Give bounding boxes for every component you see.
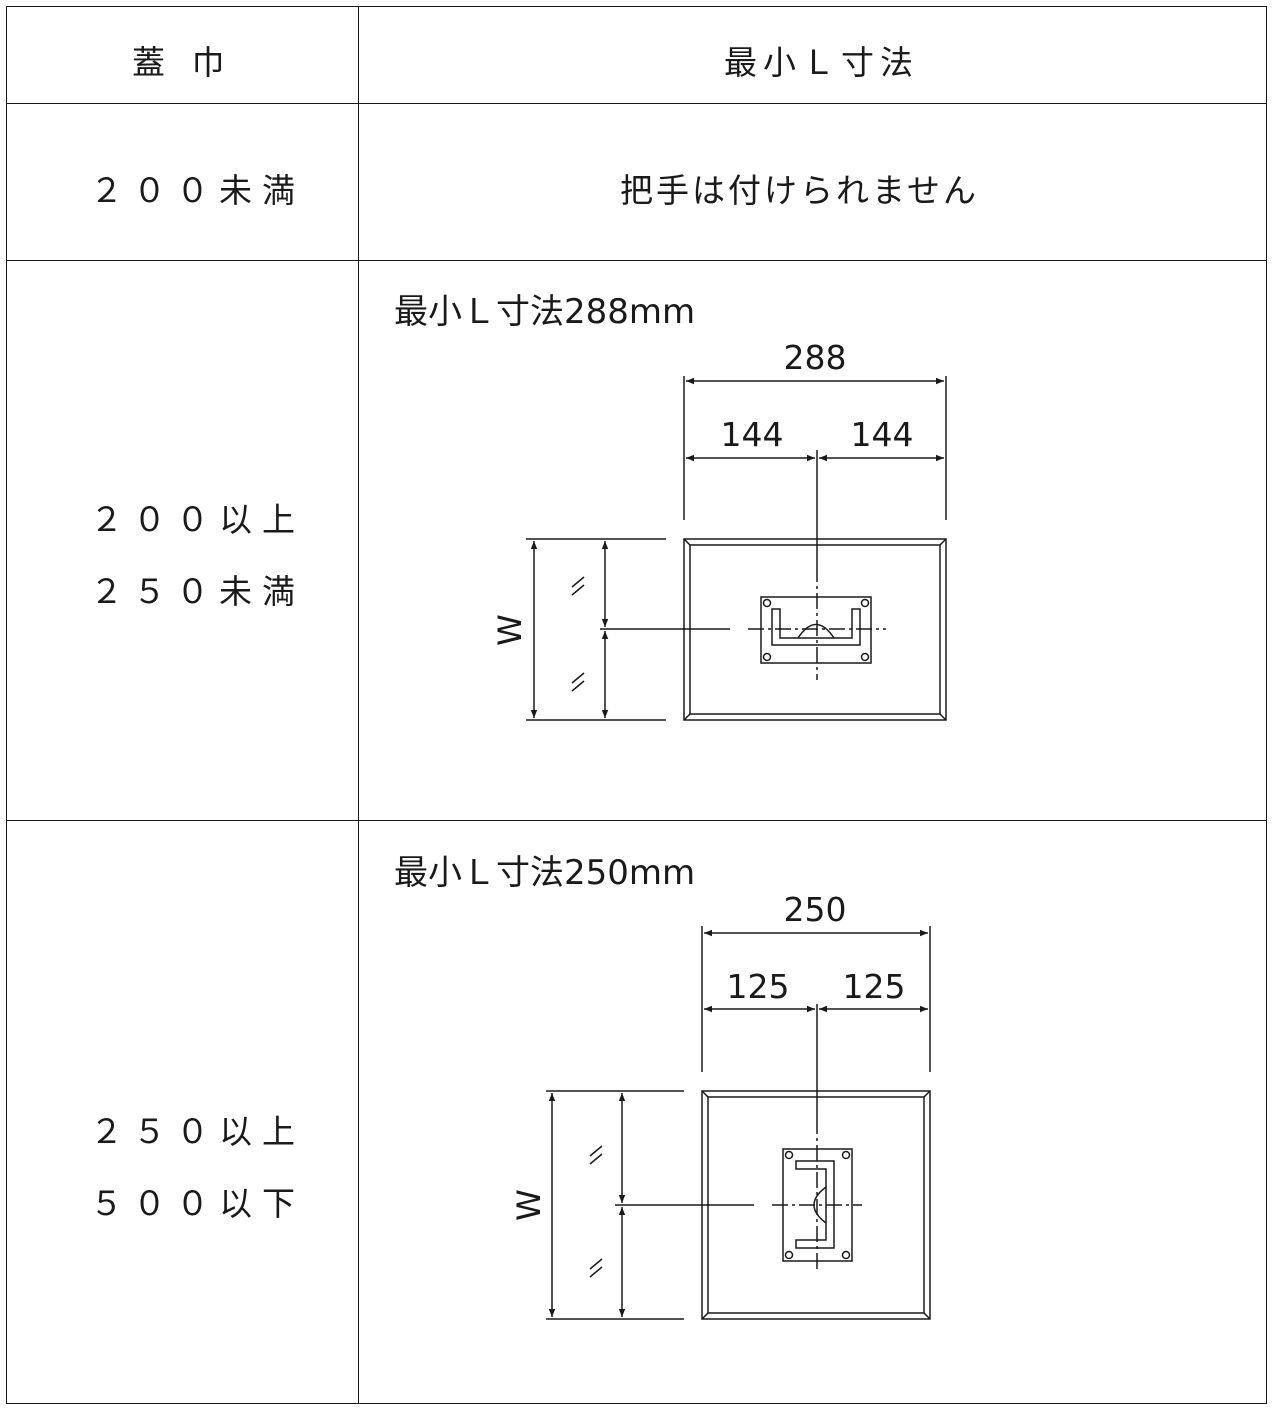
row-divider — [7, 103, 1266, 104]
column-divider — [358, 7, 359, 1403]
w-label-1: W — [491, 614, 529, 646]
row2-width-line2: ２５０未満 — [90, 572, 305, 611]
row2-width-line1: ２００以上 — [90, 500, 305, 539]
dim-total-250: 250 — [784, 890, 847, 929]
row1-note: 把手は付けられません — [620, 171, 980, 210]
row1-width: ２００未満 — [90, 171, 305, 210]
row3-width-line1: ２５０以上 — [90, 1112, 305, 1151]
header-min-l: 最小Ｌ寸法 — [724, 43, 919, 82]
row3-width-line2: ５００以下 — [90, 1184, 305, 1223]
dim-right-125: 125 — [843, 967, 906, 1006]
w-label-2: W — [510, 1189, 548, 1221]
dim-left-144: 144 — [721, 415, 784, 454]
spec-table — [6, 6, 1267, 1404]
drawing-250 — [546, 926, 931, 1320]
dim-right-144: 144 — [851, 415, 914, 454]
drawing-288 — [526, 376, 947, 721]
dim-left-125: 125 — [727, 967, 790, 1006]
header-width: 蓋 巾 — [132, 43, 233, 82]
row2-diagram-title: 最小Ｌ寸法288mm — [394, 292, 696, 332]
dim-total-288: 288 — [784, 338, 847, 377]
handle-icon — [760, 596, 872, 664]
row-divider — [7, 260, 1266, 261]
row-divider — [7, 820, 1266, 821]
row3-diagram-title: 最小Ｌ寸法250mm — [394, 853, 696, 893]
